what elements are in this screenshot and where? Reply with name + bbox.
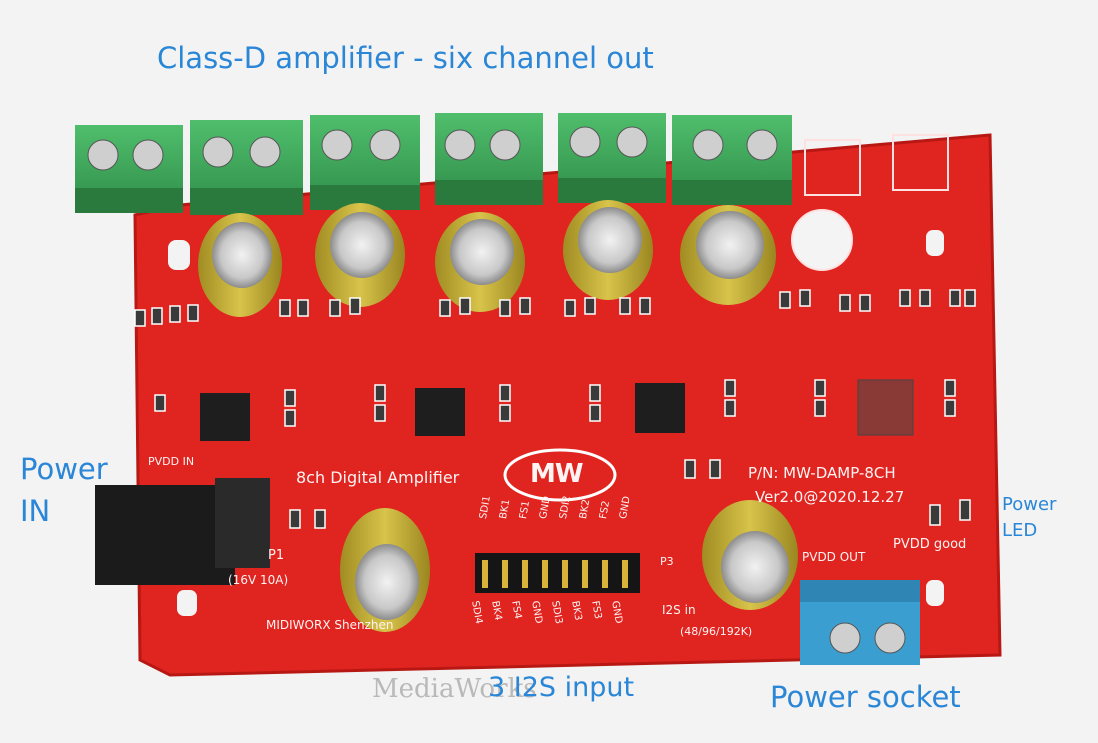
power-in-label-line2: IN xyxy=(20,494,51,528)
sample-rates-silk: (48/96/192K) xyxy=(680,625,753,638)
power-in-label-line1: Power xyxy=(20,452,108,486)
title-annotation: Class-D amplifier - six channel out xyxy=(157,41,654,75)
mw-logo: MW xyxy=(530,459,584,489)
dc-power-jack xyxy=(95,478,270,585)
amplifier-ics xyxy=(200,379,914,441)
p3-silk: P3 xyxy=(660,555,674,568)
smd-components xyxy=(134,289,976,529)
version-silk: Ver2.0@2020.12.27 xyxy=(755,488,905,506)
pvdd-in-silk: PVDD IN xyxy=(148,455,195,468)
power-led-label-line2: LED xyxy=(1002,520,1038,541)
i2s-in-silk: I2S in xyxy=(662,603,696,617)
empty-footprints xyxy=(791,134,949,271)
mw-logo-shape xyxy=(503,448,617,502)
watermark: MediaWorks xyxy=(372,674,537,704)
pvdd-good-silk: PVDD good xyxy=(893,537,967,552)
p1-silk: P1 xyxy=(268,548,285,563)
pin-header-p3 xyxy=(475,553,640,593)
rating-silk: (16V 10A) xyxy=(228,573,289,587)
maker-silk: MIDIWORX Shenzhen xyxy=(266,618,394,632)
mounting-holes xyxy=(168,230,944,616)
i2s-input-annotation: 3 I2S input xyxy=(488,672,635,703)
blue-terminal-block xyxy=(800,580,920,665)
pvdd-out-silk: PVDD OUT xyxy=(802,550,866,564)
part-number-silk: P/N: MW-DAMP-8CH xyxy=(748,464,896,482)
power-led-label-line1: Power xyxy=(1002,494,1057,515)
green-terminal-blocks xyxy=(75,113,792,215)
power-socket-annotation: Power socket xyxy=(770,680,961,714)
board-name-silk: 8ch Digital Amplifier xyxy=(296,468,460,487)
electrolytic-capacitors xyxy=(198,200,798,632)
